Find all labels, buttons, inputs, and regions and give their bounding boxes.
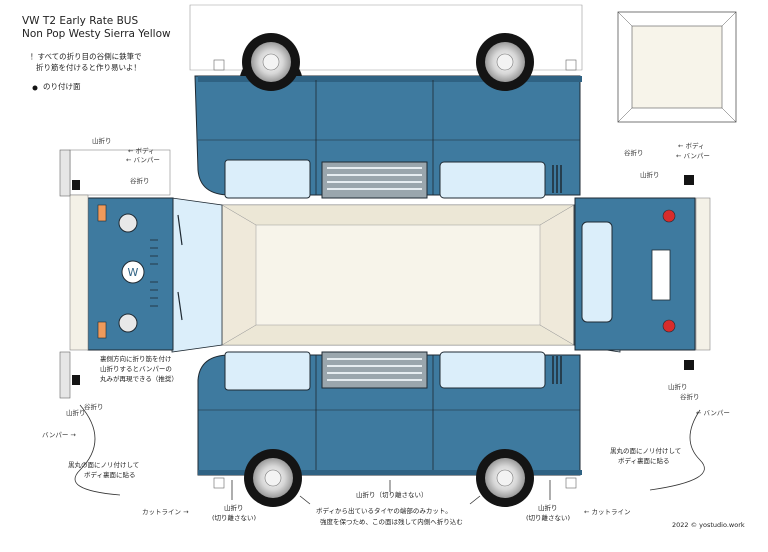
bumper-note-3: 丸みが再現できる（推奨） (100, 375, 178, 383)
label-rear-yamaori: 山折り (640, 171, 660, 179)
rear-hatch-window (581, 221, 613, 323)
roof-panel (221, 204, 575, 346)
bottom-side-body-panel (197, 351, 582, 476)
instruction-line-1: ！すべての折り目の谷側に鉄筆で (30, 52, 142, 61)
front-face: W (59, 149, 183, 399)
label-rear-taniori: 谷折り (624, 149, 644, 157)
yamaori-nocut-center: 山折り（切り離さない） (356, 491, 428, 499)
headlight-top (118, 213, 138, 233)
glue-legend-label: のり付け面 (43, 82, 81, 91)
yamaori-nocut-left-1: 山折り (224, 504, 244, 512)
glue-right-2: ボディ裏面に貼る (618, 457, 670, 465)
cutline-right: ← カットライン (584, 508, 631, 516)
yamaori-nocut-left-2: (切り離さない) (212, 514, 257, 522)
glue-dot (72, 375, 80, 385)
top-front-tire (240, 33, 302, 91)
label-front-bumper: ← バンパー (126, 156, 160, 164)
label-bottom-front-taniori: 谷折り (84, 403, 104, 411)
label-bottom-front-bumper: バンパー → (42, 431, 76, 439)
bottom-front-tire (244, 449, 302, 507)
title-line-1: VW T2 Early Rate BUS (22, 15, 139, 27)
yamaori-nocut-right-1: 山折り (538, 504, 558, 512)
cutline-left: カットライン → (142, 508, 189, 516)
glue-right-1: 黒丸の面にノリ付けして (610, 447, 682, 455)
copyright: 2022 © yostudio.work (672, 521, 745, 529)
yamaori-nocut-right-2: (切り離さない) (526, 514, 571, 522)
label-front-body: ← ボディ (128, 147, 155, 155)
roof-box-piece (617, 11, 737, 123)
glue-left-2: ボディ裏面に貼る (84, 471, 136, 479)
title-line-2: Non Pop Westy Sierra Yellow (22, 28, 171, 40)
vw-logo-icon (121, 260, 145, 284)
glue-left-1: 黒丸の面にノリ付けして (68, 461, 140, 469)
top-side-body-panel (189, 4, 583, 199)
top-rear-window (439, 161, 546, 199)
tail-light-bottom (662, 319, 676, 333)
label-bottom-rear-taniori: 谷折り (680, 393, 700, 401)
label-bottom-rear-yamaori: 山折り (668, 383, 688, 391)
glue-legend-dot (32, 85, 38, 91)
label-bottom-front-yamaori: 山折り (66, 409, 86, 417)
bumper-note-1: 裏側方向に折り筋を付け (100, 355, 172, 363)
tire-note-2: 強度を保つため、この面は残して内側へ折り込む (320, 518, 463, 526)
wiper-icon (177, 214, 183, 321)
headlight-bottom (118, 313, 138, 333)
label-rear-body: ← ボディ (678, 142, 705, 150)
rear-face (574, 175, 711, 370)
label-rear-bumper: ← バンパー (676, 152, 710, 160)
label-front-taniori: 谷折り (130, 177, 150, 185)
label-bottom-rear-bumper: ← バンパー (696, 409, 730, 417)
top-rear-tire (476, 33, 534, 91)
svg-text:W: W (128, 266, 139, 279)
rear-bumper (695, 197, 711, 351)
tail-light-top (662, 209, 676, 223)
tire-note-1: ボディから出ているタイヤの端部のみカット。 (316, 507, 452, 515)
bottom-rear-tire (476, 449, 534, 507)
license-plate (651, 249, 671, 301)
front-bumper (69, 194, 89, 351)
glue-dot (72, 180, 80, 190)
bumper-note-2: 山折りするとバンパーの (100, 365, 172, 373)
turn-signal-left (97, 204, 107, 222)
top-front-window (224, 159, 311, 199)
label-front-yamaori: 山折り (92, 137, 112, 145)
instruction-line-2: 折り筋を付けると作り易いよ！ (36, 63, 141, 72)
turn-signal-right (97, 321, 107, 339)
windshield (171, 197, 223, 353)
